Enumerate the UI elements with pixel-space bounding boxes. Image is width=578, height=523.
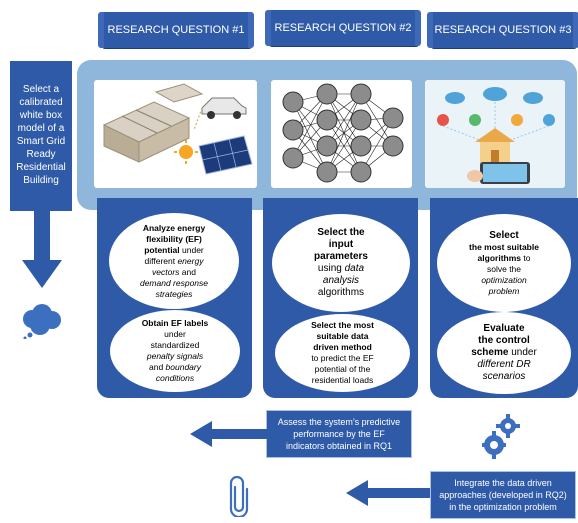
oval-text: optimization [481,274,527,285]
cloud-icon [23,304,61,339]
note-text: performance by the EF [293,429,385,439]
oval-text: under [164,329,186,339]
oval-text: under [179,244,204,255]
nn-neuron [350,135,372,157]
paperclip-icon [229,475,249,517]
oval-text: strategies [155,288,193,299]
oval-text: penalty signals [146,351,204,361]
oval-text: algorithms [317,287,365,298]
oval-text: using [317,263,345,274]
note-text: approaches (developed in RQ2) [439,490,567,500]
oval-text: different DR [477,359,531,370]
rq1-header-label: RESEARCH QUESTION #1 [107,24,245,36]
nn-connection [326,93,362,173]
note-text: Integrate the data driven [454,478,552,488]
oval-text: potential of the [314,364,371,374]
oval-text: Evaluate [483,323,525,334]
oval-text: driven method [313,342,372,352]
rq3-header: RESEARCH QUESTION #3 [427,12,578,48]
oval-text: analysis [322,275,360,286]
oval-text: parameters [314,251,368,262]
oval-text: flexibility (EF) [146,233,202,244]
nn-neuron [316,135,338,157]
nn-connection [292,101,328,173]
nn-connection [292,93,328,159]
building-illustration [94,80,257,188]
nn-neuron [282,91,304,113]
oval-text: Obtain EF labels [141,318,209,328]
oval-text: vectors [152,266,180,277]
oval-text: and [149,362,166,372]
oval-text: conditions [155,373,195,383]
rq2-select-data-driven-method: Select the most suitable data driven met… [275,314,410,392]
sidebar-text: white box [19,110,63,121]
sidebar-text: calibrated [19,97,63,108]
oval-text: the control [478,335,530,346]
oval-text: Analyze energy [142,222,206,233]
rq3-select-algorithms: Select the most suitable algorithms to s… [437,214,571,312]
rq1-header: RESEARCH QUESTION #1 [98,12,254,48]
smart-home-illustration [425,80,565,188]
rq1-obtain-ef-labels: Obtain EF labels under standardized pena… [110,310,240,392]
sidebar-text: Select a [22,84,60,95]
oval-text: under [508,347,537,358]
integrate-approaches-note: Integrate the data driven approaches (de… [430,471,576,519]
oval-text: energy [177,255,204,266]
oval-text: scenarios [482,371,526,382]
oval-text: boundary [165,362,201,372]
note-text: Assess the system’s predictive [277,417,401,427]
oval-text: and [179,266,196,277]
oval-text: demand response [139,277,209,288]
nn-neuron [316,161,338,183]
nn-neuron [282,147,304,169]
oval-text: input [328,239,354,250]
oval-text: Select the [317,227,365,238]
nn-neuron [382,107,404,129]
oval-text: to [521,252,531,263]
rq2-select-input-parameters: Select the input parameters using data a… [272,214,410,312]
oval-text: different [144,255,178,266]
oval-text: potential [144,244,180,255]
nn-neuron [382,135,404,157]
oval-text: scheme [471,347,509,358]
rq2-header-label: RESEARCH QUESTION #2 [274,22,412,34]
oval-text: Select the most [311,320,374,330]
oval-text: algorithms [477,252,521,263]
oval-text: standardized [150,340,200,350]
oval-text: Select [489,229,519,241]
nn-neuron [316,109,338,131]
rq3-evaluate-control-scheme: Evaluate the control scheme under differ… [437,312,571,394]
gears-icon [482,414,520,459]
sidebar-text: Residential [16,162,66,173]
rq1-analyze-flexibility: Analyze energy flexibility (EF) potentia… [109,213,239,309]
oval-text: solve the [486,263,522,274]
sidebar-text: Ready [26,149,56,160]
down-arrow-icon [22,210,62,288]
oval-text: the most suitable [469,241,539,252]
oval-text: data [344,263,365,274]
oval-text: suitable data [316,331,369,341]
oval-text: to predict the EF [311,353,374,363]
oval-text: residential loads [311,375,374,385]
oval-text: problem [488,285,520,296]
sidebar-text: Building [23,175,59,186]
note-text: in the optimization problem [449,502,557,512]
left-arrow-icon [190,421,268,447]
nn-neuron [350,83,372,105]
nn-neuron [316,83,338,105]
assess-performance-note: Assess the system’s predictive performan… [266,410,412,458]
building-model-box: Select a calibrated white box model of a… [10,61,72,211]
sidebar-text: Smart Grid [16,136,66,147]
nn-neuron [282,119,304,141]
nn-neuron [350,161,372,183]
sidebar-text: model of a [17,123,65,134]
left-arrow-icon [346,480,432,506]
nn-neuron [350,109,372,131]
note-text: indicators obtained in RQ1 [285,441,393,451]
rq3-header-label: RESEARCH QUESTION #3 [434,24,572,36]
rq2-header: RESEARCH QUESTION #2 [265,10,421,46]
neural-network-illustration [271,80,412,188]
